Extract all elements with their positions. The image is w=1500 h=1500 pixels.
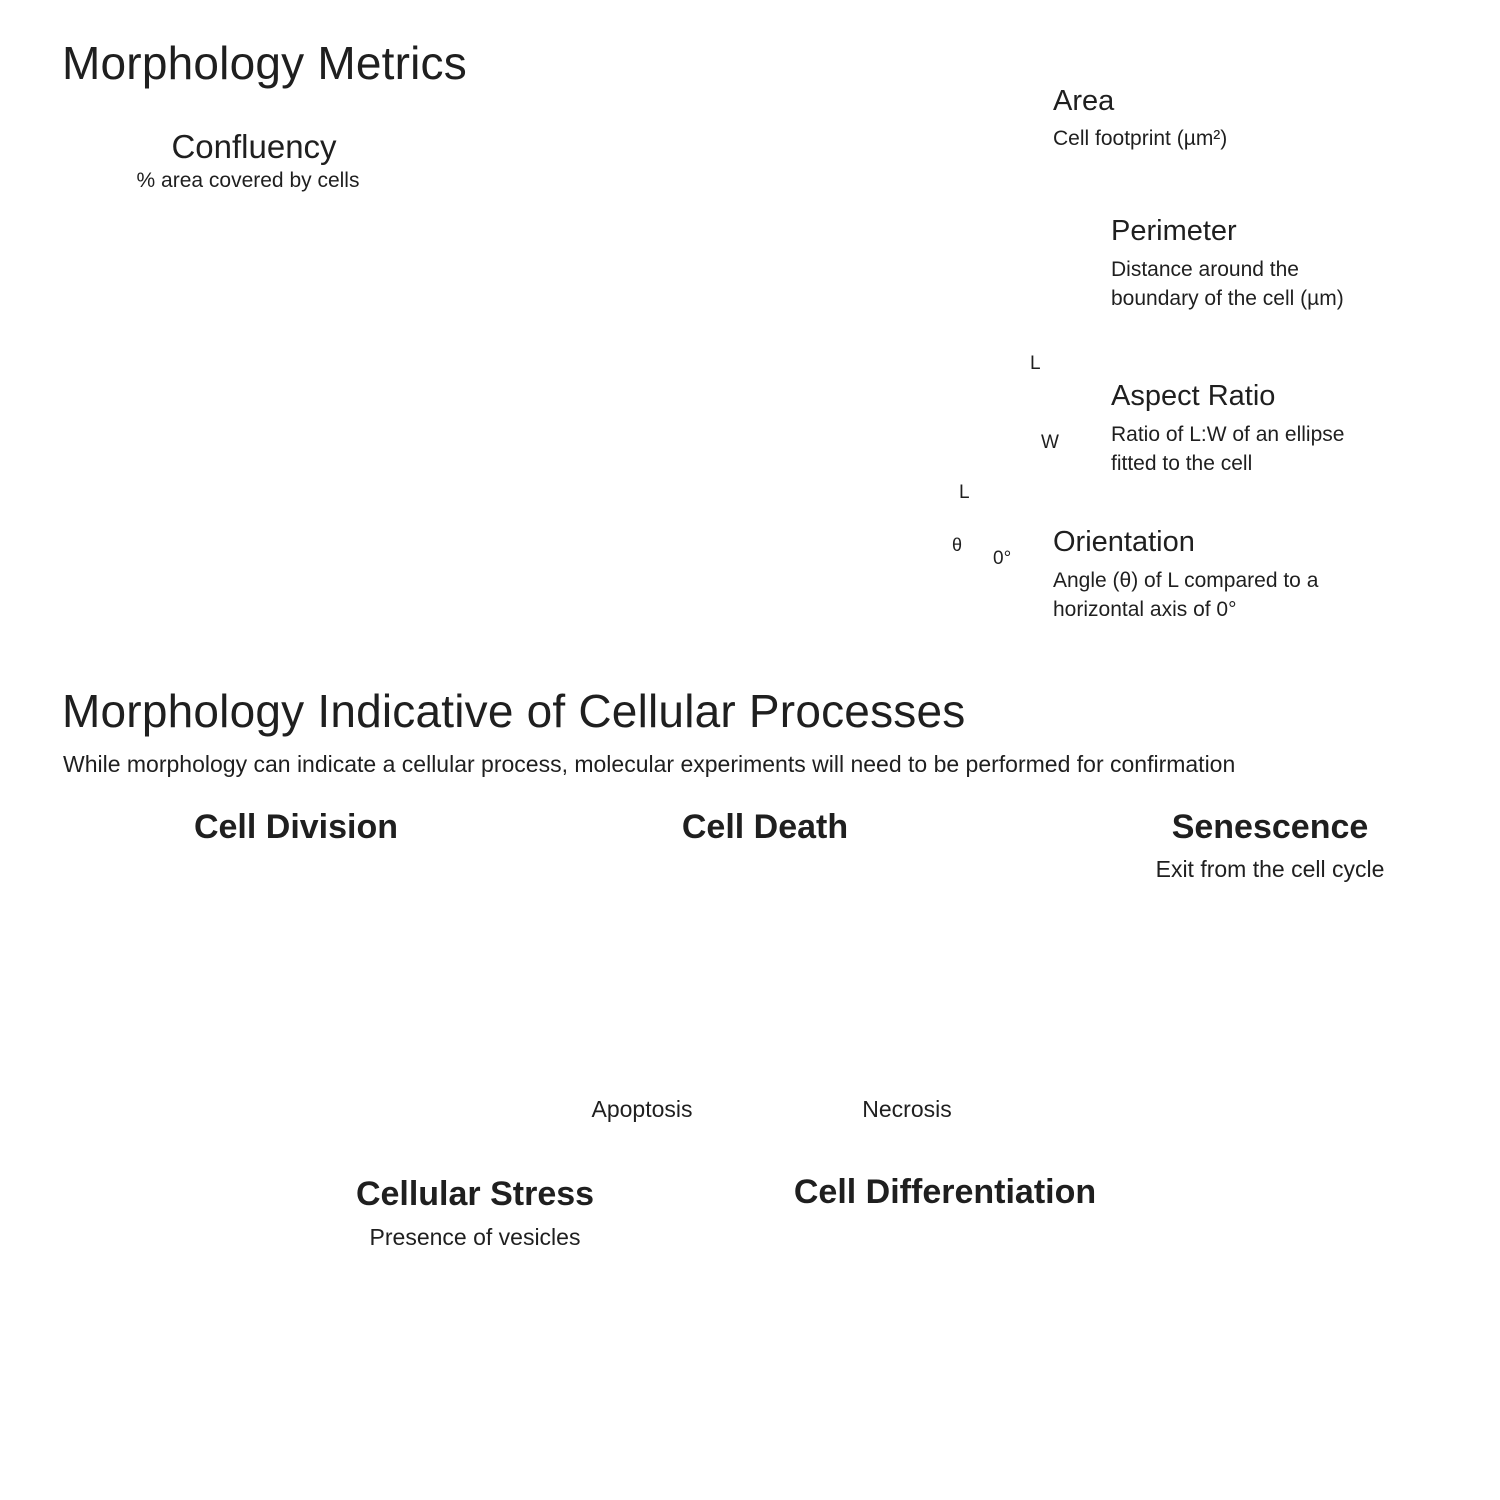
arrow-to-perimeter: [789, 242, 950, 295]
arrow-to-aspect: [779, 354, 938, 408]
processes-subtitle: While morphology can indicate a cellular…: [63, 751, 1236, 777]
zoom-line-top: [303, 46, 693, 333]
area-desc: Cell footprint (µm²): [1053, 127, 1228, 150]
dish-cells: [104, 220, 390, 507]
perimeter-title: Perimeter: [1111, 215, 1237, 247]
confluency-subtitle: % area covered by cells: [136, 169, 360, 192]
metrics-title: Morphology Metrics: [62, 37, 467, 89]
cell-differentiation-illustration: [743, 1248, 1206, 1443]
metrics-panel: [690, 46, 1394, 647]
differentiation-arrow-head: [1008, 1347, 1040, 1377]
necrosis-illustration: [790, 854, 1029, 1086]
cell-division-title: Cell Division: [193, 808, 399, 846]
cell-death-title: Cell Death: [681, 808, 849, 846]
orientation-theta-label: θ: [952, 535, 963, 555]
cell-division-illustration: [96, 858, 430, 1109]
metric-arrows: [756, 144, 950, 517]
confluency-title: Confluency: [171, 128, 337, 165]
arrow-to-area: [763, 144, 887, 264]
aspect-width-line: [982, 397, 1031, 437]
orientation-length-line: [909, 509, 960, 607]
aspect-ratio-cell: [962, 343, 1085, 500]
orientation-zero-label: 0°: [993, 548, 1012, 569]
source-cell: [710, 245, 841, 403]
area-title: Area: [1053, 85, 1115, 117]
processes-title: Morphology Indicative of Cellular Proces…: [62, 685, 966, 737]
confluency-dish: [82, 187, 422, 527]
aspect-width-label: W: [1041, 432, 1059, 453]
orientation-title: Orientation: [1053, 526, 1195, 558]
aspect-ratio-title: Aspect Ratio: [1111, 380, 1276, 412]
orientation-length-label: L: [959, 482, 970, 503]
area-cell: [893, 66, 1028, 228]
cellular-stress-illustration: [351, 1239, 626, 1483]
apoptosis-label: Apoptosis: [591, 1096, 693, 1122]
senescence-title: Senescence: [1171, 808, 1369, 846]
necrosis-label: Necrosis: [862, 1096, 952, 1122]
arrow-to-orientation: [756, 398, 870, 517]
orientation-desc-line1: Angle (θ) of L compared to a: [1053, 569, 1319, 592]
cellular-stress-subtitle: Presence of vesicles: [369, 1224, 581, 1250]
senescence-cell: [1154, 891, 1374, 1107]
aspect-ratio-desc-line1: Ratio of L:W of an ellipse: [1111, 423, 1345, 446]
zoom-square: [241, 329, 306, 392]
perimeter-cell: [957, 186, 1093, 349]
senescence-subtitle: Exit from the cell cycle: [1155, 856, 1385, 882]
apoptosis-illustration: [521, 859, 737, 1077]
aspect-length-label: L: [1030, 353, 1041, 374]
aspect-ratio-desc-line2: fitted to the cell: [1111, 452, 1253, 475]
senescence-nucleus: [1215, 967, 1299, 1047]
orientation-desc-line2: horizontal axis of 0°: [1053, 598, 1237, 621]
aspect-length-line: [981, 368, 1028, 466]
perimeter-desc-line2: boundary of the cell (µm): [1111, 287, 1344, 310]
perimeter-desc-line1: Distance around the: [1111, 258, 1299, 281]
cell-differentiation-title: Cell Differentiation: [793, 1173, 1097, 1211]
cellular-stress-title: Cellular Stress: [355, 1175, 595, 1213]
zoom-line-bottom: [303, 388, 693, 647]
